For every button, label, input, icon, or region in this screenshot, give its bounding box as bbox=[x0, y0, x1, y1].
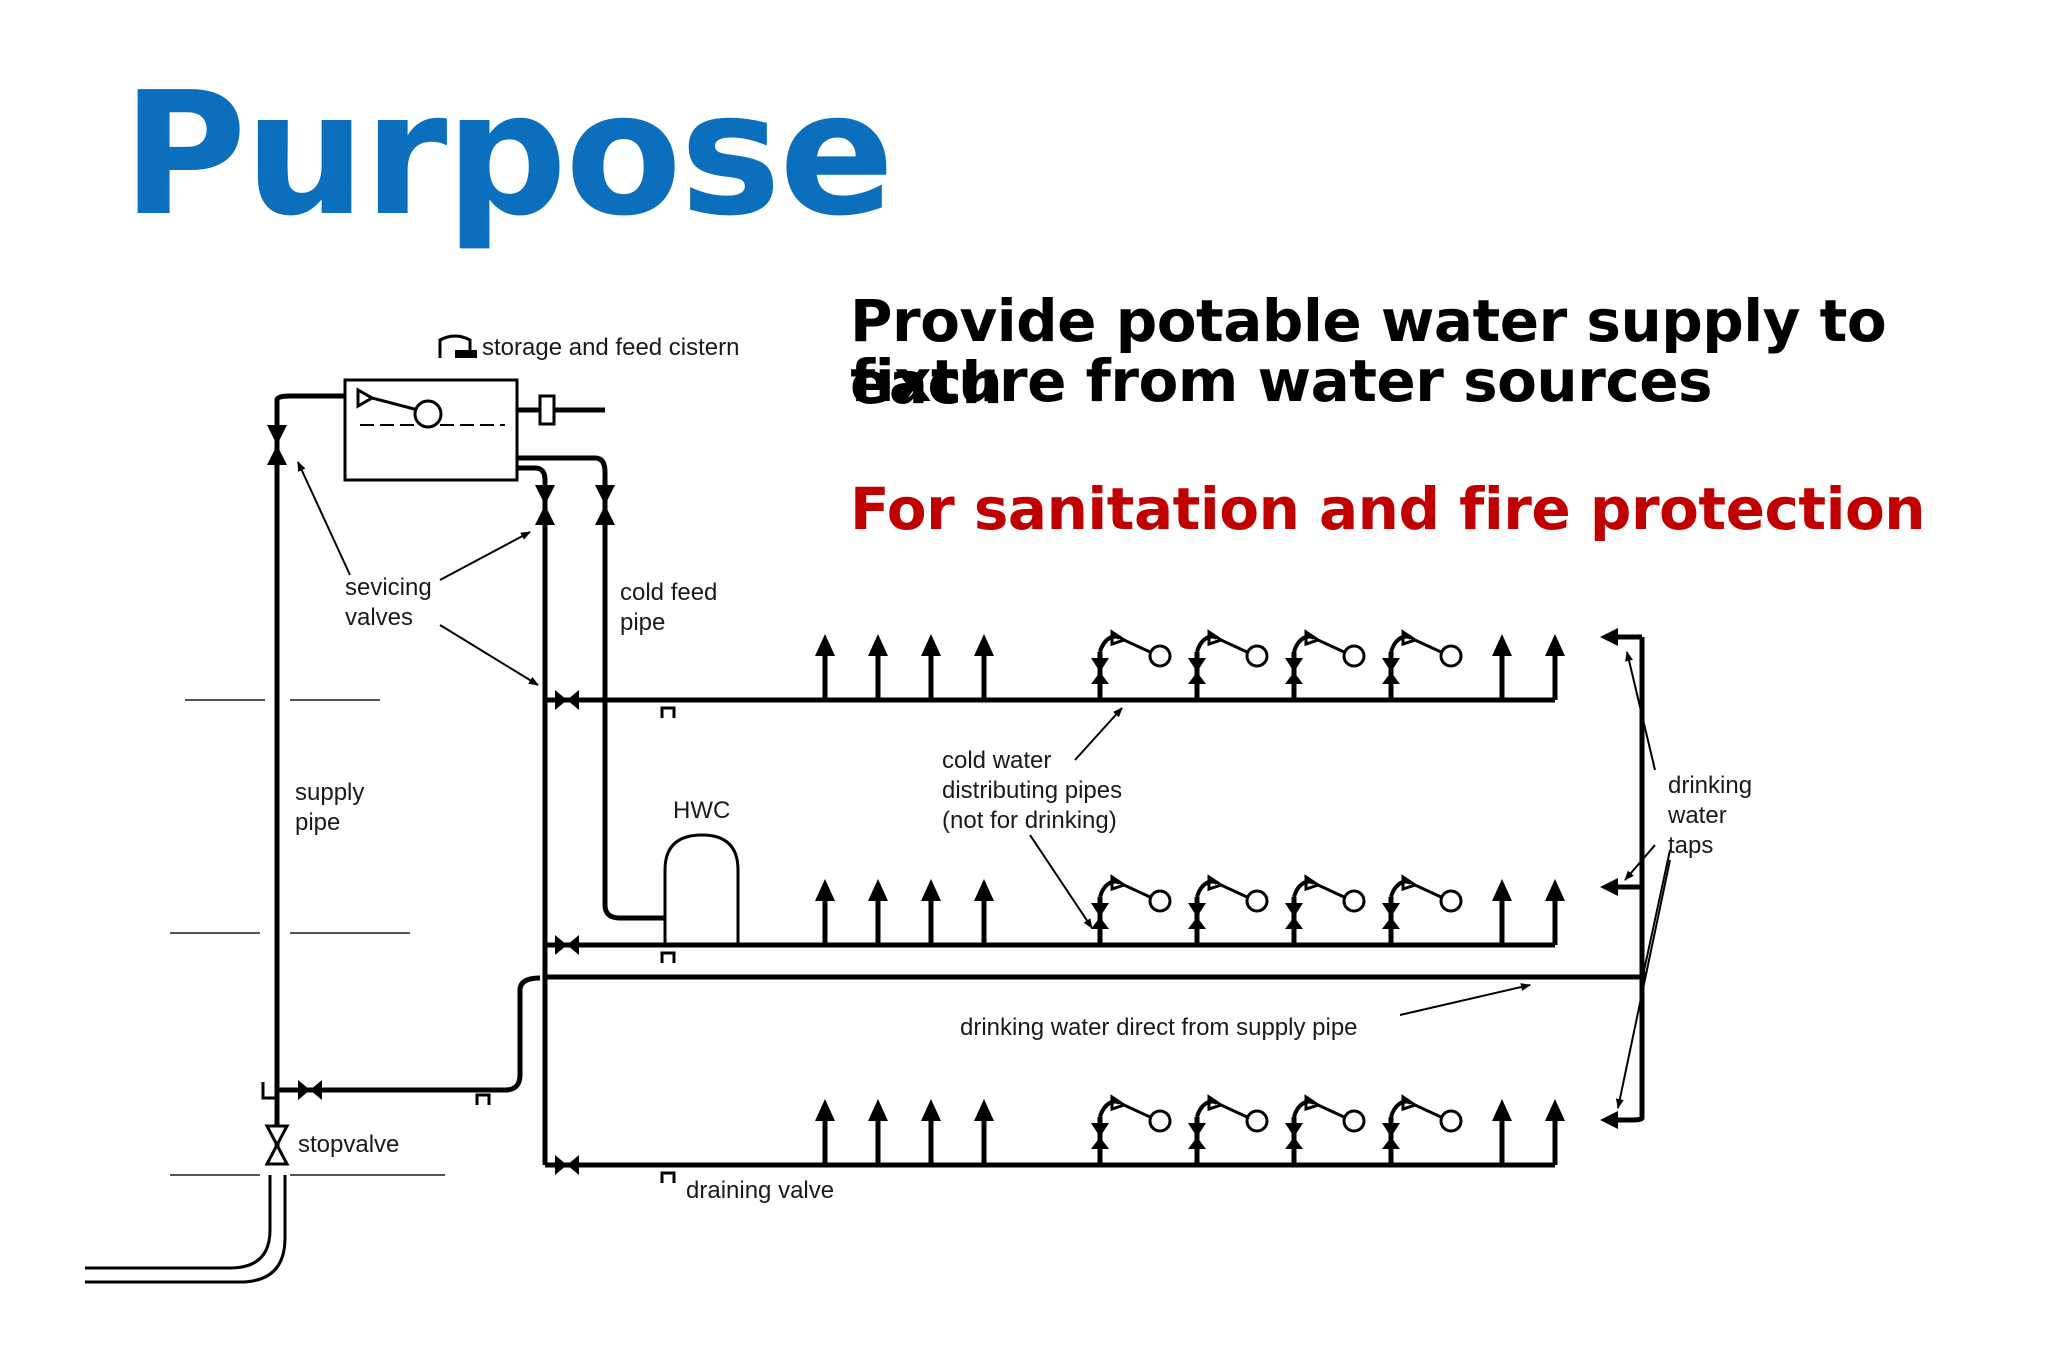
supply-pipe bbox=[274, 393, 541, 1150]
label-supply-pipe-2: pipe bbox=[295, 809, 340, 836]
fixtures-row-1 bbox=[815, 632, 1565, 700]
floor-lines bbox=[170, 699, 445, 1176]
label-servicing-valves-2: valves bbox=[345, 604, 413, 631]
label-cold-distributing-3: (not for drinking) bbox=[942, 807, 1117, 834]
label-servicing-valves-1: sevicing bbox=[345, 574, 432, 601]
purpose-statement-line-1: Provide potable water supply to each bbox=[850, 287, 1887, 417]
distribution-pipes bbox=[545, 634, 1645, 1168]
purpose-highlight: For sanitation and fire protection bbox=[850, 475, 1926, 543]
label-stopvalve: stopvalve bbox=[298, 1131, 399, 1158]
leader-lines bbox=[297, 461, 1671, 1109]
label-drinking-direct: drinking water direct from supply pipe bbox=[960, 1014, 1358, 1041]
label-storage-cistern: storage and feed cistern bbox=[482, 334, 740, 361]
label-drinking-taps-1: drinking bbox=[1668, 772, 1752, 799]
slide-title: Purpose bbox=[122, 56, 894, 254]
purpose-statement-line-2: fixture from water sources bbox=[850, 347, 1713, 415]
cold-feed-pipes bbox=[517, 455, 665, 1165]
storage-cistern bbox=[343, 334, 605, 482]
underground-supply-pipe bbox=[85, 1175, 287, 1284]
label-hwc: HWC bbox=[673, 797, 730, 824]
fixtures-row-3 bbox=[815, 1097, 1565, 1165]
stopvalve-symbol bbox=[264, 1124, 290, 1166]
label-drinking-taps-3: taps bbox=[1668, 832, 1713, 859]
label-draining-valve: draining valve bbox=[686, 1177, 834, 1204]
label-cold-feed-2: pipe bbox=[620, 609, 665, 636]
label-drinking-taps-2: water bbox=[1667, 802, 1727, 829]
hot-water-cylinder bbox=[663, 833, 740, 947]
label-cold-distributing-1: cold water bbox=[942, 747, 1051, 774]
label-cold-feed-1: cold feed bbox=[620, 579, 717, 606]
label-supply-pipe-1: supply bbox=[295, 779, 364, 806]
label-cold-distributing-2: distributing pipes bbox=[942, 777, 1122, 804]
fixtures-row-2 bbox=[815, 877, 1565, 945]
